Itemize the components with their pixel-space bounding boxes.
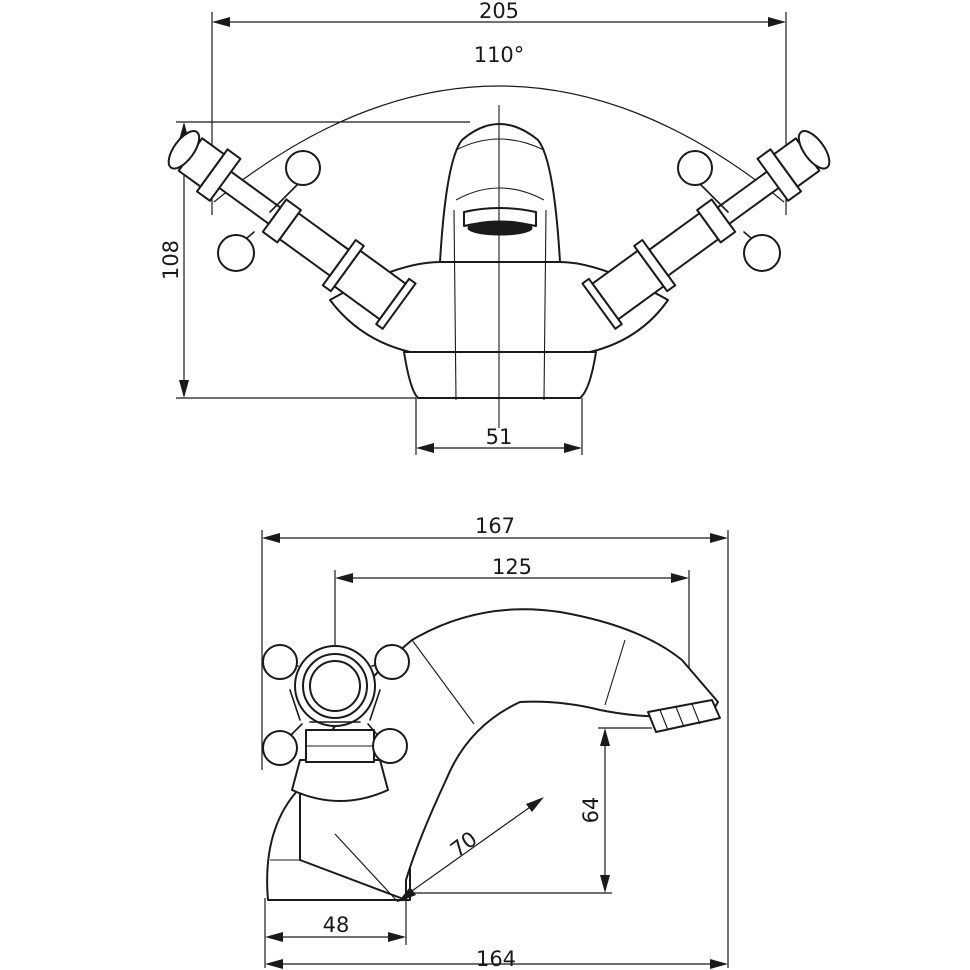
dim-110-angle: 110° [213,43,785,203]
dim-205-label: 205 [479,0,519,23]
front-view: 205 110° 108 51 [159,0,831,455]
dim-48: 48 [264,898,407,968]
right-valve-front [581,130,831,330]
dim-125-label: 125 [492,555,532,579]
dim-110-label: 110° [474,43,525,67]
tap-base-front [403,351,597,399]
dim-164-label: 164 [476,947,516,970]
dim-70-label: 70 [446,827,482,862]
dim-167: 167 [261,514,729,968]
handle-knob-icon [372,728,408,764]
dim-205: 205 [211,0,787,215]
dim-51: 51 [415,398,583,455]
dim-64-label: 64 [579,797,603,824]
handle-knob-icon [217,234,255,272]
handle-knob-icon [285,150,321,186]
aerator-front [467,220,533,236]
dim-164: 164 [265,947,728,970]
dim-64: 64 [410,727,652,894]
handle-knob-icon [743,234,781,272]
handle-knob-icon [262,730,298,766]
handle-knob-icon [262,644,298,680]
spout-front [439,123,561,263]
left-valve-front [167,130,417,330]
right-handle-knobs [677,150,781,272]
dim-48-label: 48 [323,913,350,937]
dim-167-label: 167 [475,514,515,538]
valve-side [289,645,389,802]
dim-108-label: 108 [159,240,183,280]
handle-knob-icon [374,644,410,680]
handle-knob-icon [677,150,713,186]
side-view: 167 125 [261,514,729,970]
cross-handle-side [262,644,410,766]
left-handle-knobs [217,150,321,272]
dim-51-label: 51 [486,425,513,449]
